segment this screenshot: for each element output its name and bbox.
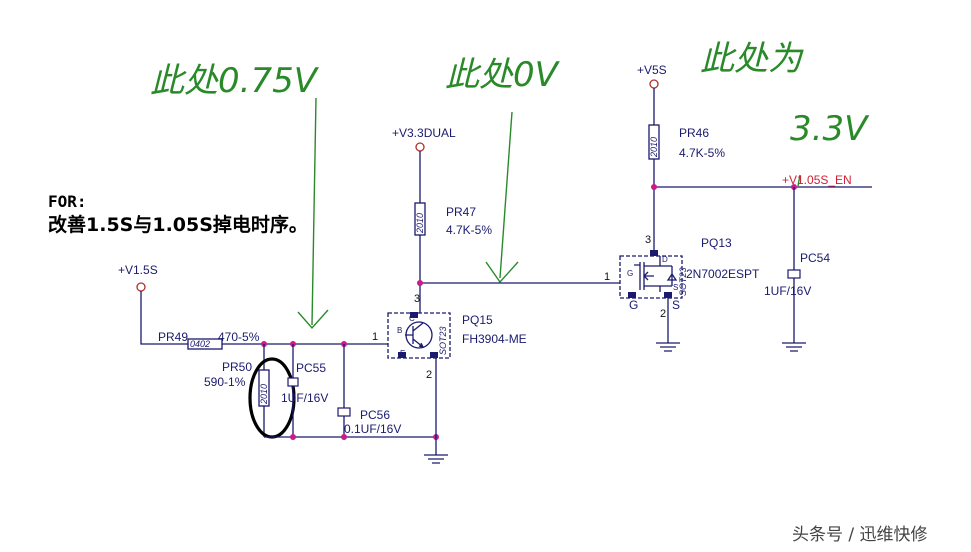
- pr49-value: 470-5%: [218, 330, 260, 344]
- pq13-g-inner: G: [627, 269, 633, 278]
- pq13-value: 2N7002ESPT: [686, 267, 760, 281]
- v15s-label: +V1.5S: [118, 263, 158, 277]
- pq13-g-label: G: [629, 298, 638, 312]
- pq13-ref: PQ13: [701, 236, 732, 250]
- handwriting-left: 此处0.75V: [150, 61, 320, 101]
- pq15-pin2: 2: [426, 369, 432, 381]
- pq15-package: SOT23: [438, 326, 448, 355]
- pr49-ref: PR49: [158, 330, 188, 344]
- pr50-package: 2010: [259, 384, 269, 405]
- ground-symbol-1: [424, 454, 448, 464]
- v15s-wire: [140, 291, 188, 345]
- junction-collector: [417, 280, 423, 286]
- v15s-terminal: [136, 282, 146, 292]
- pq13-d-pad: [650, 250, 658, 256]
- pc55-capacitor: [287, 377, 299, 387]
- pq13-s-inner: S: [673, 283, 678, 292]
- pr46-package: 2010: [649, 137, 659, 158]
- pc56-ref: PC56: [360, 408, 390, 422]
- en-net-label: +V1.05S_EN: [782, 173, 852, 187]
- pc54-value: 1UF/16V: [764, 284, 811, 298]
- v5s-label: +V5S: [637, 63, 667, 77]
- pc54-ref: PC54: [800, 251, 830, 265]
- pq13-pin2: 2: [660, 308, 666, 320]
- note-description: 改善1.5S与1.05S掉电时序。: [48, 213, 308, 236]
- pq13-pin3: 3: [645, 234, 651, 246]
- pq15-b-pad: [398, 352, 406, 358]
- pq15-c-label: C: [409, 314, 415, 323]
- pq15-symbol: [405, 322, 425, 348]
- pc56-value: 0.1UF/16V: [344, 422, 401, 436]
- pq15-e-pad: [430, 352, 438, 358]
- pr47-package: 2010: [415, 213, 425, 234]
- handwriting-right-2: 3.3V: [790, 109, 870, 149]
- pq15-value: FH3904-ME: [462, 332, 527, 346]
- handwriting-right-1: 此处为: [700, 39, 804, 79]
- pr46-ref: PR46: [679, 126, 709, 140]
- v33dual-label: +V3.3DUAL: [392, 126, 456, 140]
- junction-pc56-bottom: [341, 434, 347, 440]
- pq15-ref: PQ15: [462, 313, 493, 327]
- note-for: FOR:: [48, 192, 87, 211]
- pc56-capacitor: [337, 407, 351, 417]
- pq15-c-pad: [410, 312, 418, 318]
- pr46-value: 4.7K-5%: [679, 146, 725, 160]
- handwriting-arrow-middle: [485, 111, 519, 284]
- junction-pc55-bottom: [290, 434, 296, 440]
- junction-drain: [651, 184, 657, 190]
- pr50-ref: PR50: [222, 360, 252, 374]
- handwriting-middle: 此处0V: [445, 55, 561, 95]
- v33dual-terminal: [415, 142, 425, 152]
- pr49-package: 0402: [190, 339, 210, 349]
- handwriting-arrow-left: [297, 97, 329, 330]
- pq15-pin1: 1: [372, 331, 378, 343]
- pq15-e-label: E: [400, 349, 405, 358]
- pq13-s-label: S: [672, 298, 680, 312]
- handwriting-arrow-right: [797, 174, 801, 187]
- pq15-transistor: [387, 312, 451, 359]
- pr47-ref: PR47: [446, 205, 476, 219]
- pq13-pin1: 1: [604, 271, 610, 283]
- v5s-terminal: [649, 79, 659, 89]
- ground-symbol-3: [782, 342, 806, 352]
- pq15-b-label: B: [397, 326, 402, 335]
- pq13-s-pad: [664, 292, 672, 298]
- pr47-value: 4.7K-5%: [446, 223, 492, 237]
- pr50-value: 590-1%: [204, 375, 246, 389]
- ground-symbol-2: [656, 342, 680, 352]
- pq13-package: SOT23: [678, 267, 688, 296]
- watermark: 头条号 / 迅维快修: [792, 525, 928, 545]
- pc55-ref: PC55: [296, 361, 326, 375]
- pc55-value: 1UF/16V: [281, 391, 328, 405]
- pq13-d-label: D: [662, 255, 668, 264]
- pq15-pin3: 3: [414, 293, 420, 305]
- pq13-symbol: [634, 256, 678, 292]
- pc54-capacitor: [787, 269, 801, 279]
- pq13-g-pad: [628, 292, 636, 298]
